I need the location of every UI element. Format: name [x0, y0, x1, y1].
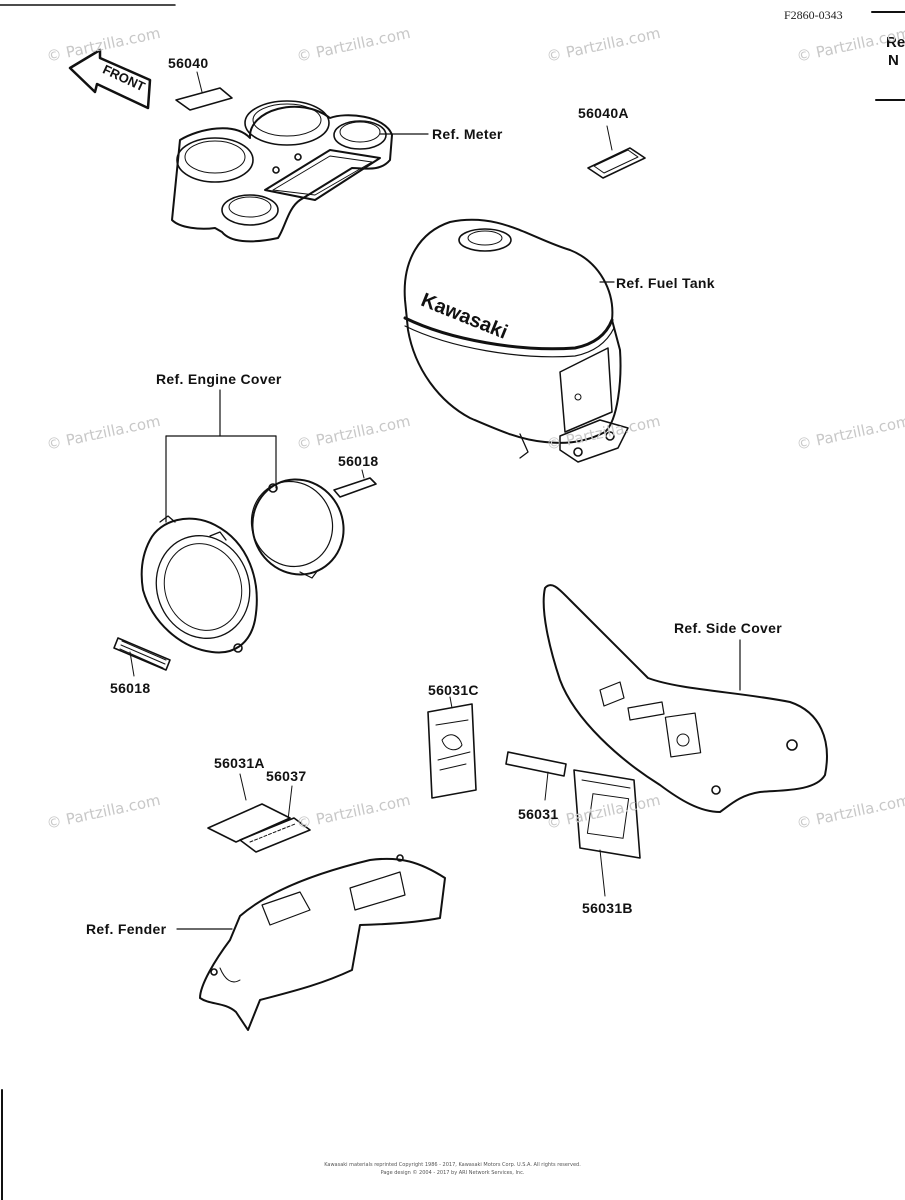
- part-label-56031[interactable]: 56031: [518, 806, 559, 822]
- side-text-line1: Re: [886, 34, 905, 51]
- part-label-56040a[interactable]: 56040A: [578, 105, 629, 121]
- fender: [199, 854, 446, 1031]
- decal-56040a: [587, 125, 646, 179]
- part-label-56018-top[interactable]: 56018: [338, 453, 379, 469]
- decal-56031c: [427, 696, 477, 799]
- fuel-tank: [403, 218, 629, 463]
- part-label-56037[interactable]: 56037: [266, 768, 307, 784]
- side-cover: [542, 584, 828, 813]
- front-arrow-icon: [68, 48, 152, 110]
- tank-brand-logo: Kawasaki: [418, 289, 511, 344]
- part-label-56040[interactable]: 56040: [168, 55, 209, 71]
- decal-56018-top: [333, 469, 377, 498]
- decal-56031: [505, 751, 567, 801]
- decal-56031b: [573, 769, 641, 897]
- ref-label-fender[interactable]: Ref. Fender: [86, 921, 167, 937]
- decal-56040: [175, 71, 233, 111]
- diagram-code: F2860-0343: [784, 8, 843, 22]
- side-text-line2: N: [888, 52, 899, 69]
- leader-engine-cover: [165, 389, 277, 523]
- decal-56031a: [207, 773, 291, 843]
- ref-label-engine-cover[interactable]: Ref. Engine Cover: [156, 371, 282, 387]
- part-label-56018-bottom[interactable]: 56018: [110, 680, 151, 696]
- ref-label-meter[interactable]: Ref. Meter: [432, 126, 503, 142]
- engine-cover-large: [140, 515, 258, 654]
- engine-cover-ring: [250, 478, 345, 579]
- decal-56018-bottom: [113, 637, 171, 677]
- part-label-56031a[interactable]: 56031A: [214, 755, 265, 771]
- part-label-56031c[interactable]: 56031C: [428, 682, 479, 698]
- ref-label-fuel-tank[interactable]: Ref. Fuel Tank: [616, 275, 715, 291]
- copyright-line-2: Page design © 2004 - 2017 by ARI Network…: [380, 1170, 525, 1176]
- part-label-56031b[interactable]: 56031B: [582, 900, 633, 916]
- copyright-line-1: Kawasaki materials reprinted Copyright 1…: [324, 1162, 581, 1168]
- ref-label-side-cover[interactable]: Ref. Side Cover: [674, 620, 782, 636]
- meter-cluster: [171, 100, 393, 243]
- decal-56037: [239, 785, 311, 853]
